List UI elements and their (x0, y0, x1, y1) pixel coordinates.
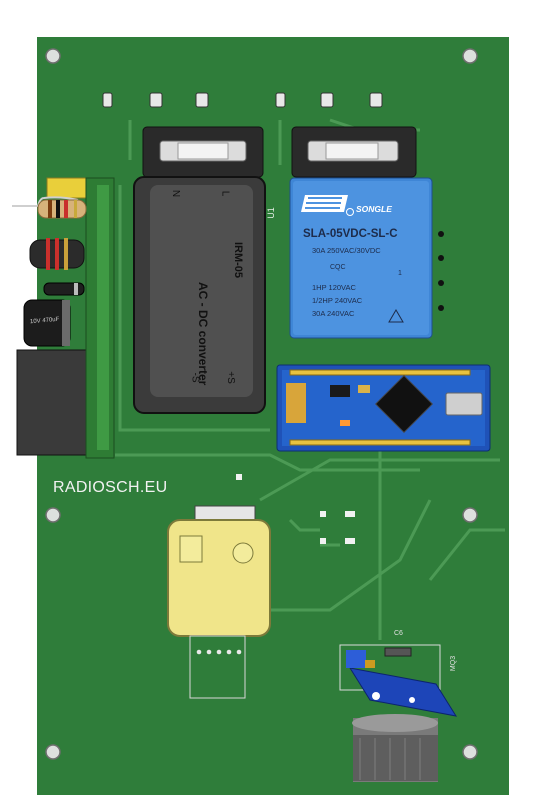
relay-pins (438, 231, 444, 311)
converter-pin-plus: +S (224, 371, 236, 384)
relay-number: 1 (398, 270, 402, 277)
relay-cqc-mark: CQC (330, 264, 346, 271)
relay-rating-3: 1/2HP 240VAC (312, 296, 363, 305)
acdc-converter-face (150, 185, 253, 397)
converter-title: AC - DC converter (196, 282, 210, 386)
relay-brand: SONGLE (356, 204, 392, 214)
terminal-pads (102, 92, 383, 108)
relay-rating-4: 30A 240VAC (312, 309, 355, 318)
relay-rating-2: 1HP 120VAC (312, 283, 356, 292)
converter-pin-minus: -S (189, 372, 201, 383)
small-components (236, 474, 355, 544)
sensor-ref-mq3: MQ3 (450, 655, 458, 672)
converter-model: IRM-05 (232, 241, 245, 279)
relay-model: SLA-05VDC-SL-C (303, 228, 398, 240)
relay-top (293, 181, 429, 335)
capacitor-ref-c6: C6 (394, 630, 403, 637)
converter-pin-n: N (170, 189, 182, 198)
arduino-nano (276, 364, 491, 452)
fuse-holder-left (142, 126, 264, 178)
side-module (12, 177, 115, 459)
mounting-holes (45, 48, 478, 760)
converter-ref: U1 (265, 207, 276, 219)
relay-rating-1: 30A 250VAC/30VDC (312, 246, 381, 255)
sensor-module (167, 505, 271, 699)
board-brand-label: RADIOSCH.EU (53, 479, 168, 496)
converter-pin-l: L (219, 190, 231, 197)
fuse-holder-right (291, 126, 417, 178)
mq3-module (339, 644, 458, 782)
